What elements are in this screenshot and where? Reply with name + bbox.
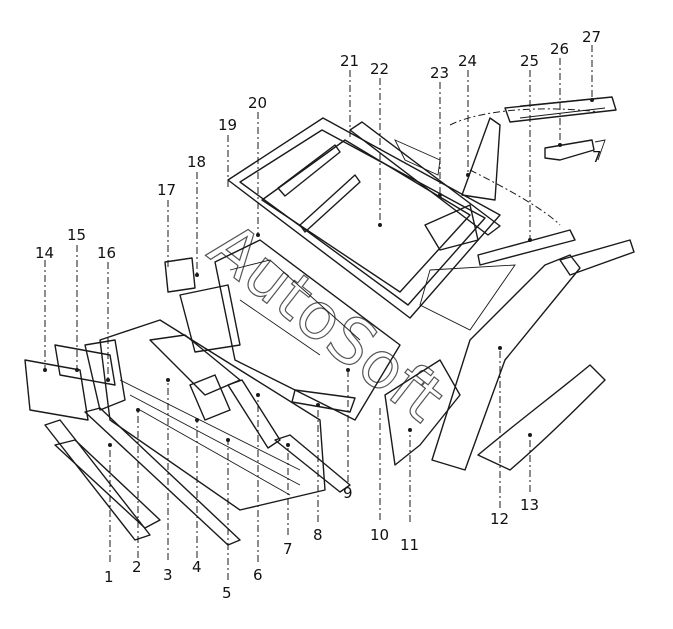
callout-20: 20 xyxy=(248,94,267,112)
callout-11: 11 xyxy=(400,536,419,554)
fender-liner-part xyxy=(384,359,461,466)
callout-21: 21 xyxy=(340,52,359,70)
callout-15: 15 xyxy=(67,226,86,244)
callout-19: 19 xyxy=(218,116,237,134)
callout-18: 18 xyxy=(187,153,206,171)
callout-22: 22 xyxy=(370,60,389,78)
bumper-grille-part xyxy=(99,319,326,511)
callout-5: 5 xyxy=(222,584,232,602)
callout-24: 24 xyxy=(458,52,477,70)
leader-lines xyxy=(43,45,594,580)
callout-23: 23 xyxy=(430,64,449,82)
windshield-assembly xyxy=(227,117,516,331)
lower-spoiler-part xyxy=(44,407,241,546)
fender-panel-part xyxy=(431,239,635,471)
a-pillar-trim-part xyxy=(461,117,501,201)
callout-12: 12 xyxy=(490,510,509,528)
callout-4: 4 xyxy=(192,558,202,576)
callout-7: 7 xyxy=(283,540,293,558)
headlamp-part xyxy=(164,257,241,353)
callout-14: 14 xyxy=(35,244,54,262)
wheel-arch-part xyxy=(477,364,606,471)
license-plate-part xyxy=(24,339,126,421)
windshield-lower-strip-part xyxy=(477,229,576,266)
callout-3: 3 xyxy=(163,566,173,584)
trim-strip-part xyxy=(227,379,351,493)
front-panel-part xyxy=(214,239,401,421)
figure-note: 7 xyxy=(592,148,602,166)
callout-26: 26 xyxy=(550,40,569,58)
callout-27: 27 xyxy=(582,28,601,46)
bracket-part xyxy=(544,139,606,161)
callout-10: 10 xyxy=(370,526,389,544)
callout-2: 2 xyxy=(132,558,142,576)
callout-6: 6 xyxy=(253,566,263,584)
callout-13: 13 xyxy=(520,496,539,514)
roof-rail-part xyxy=(504,96,617,123)
callout-25: 25 xyxy=(520,52,539,70)
callout-9: 9 xyxy=(343,484,353,502)
callout-8: 8 xyxy=(313,526,323,544)
callout-1: 1 xyxy=(104,568,114,586)
callout-17: 17 xyxy=(157,181,176,199)
callout-16: 16 xyxy=(97,244,116,262)
body-outline-dashed xyxy=(449,108,601,226)
